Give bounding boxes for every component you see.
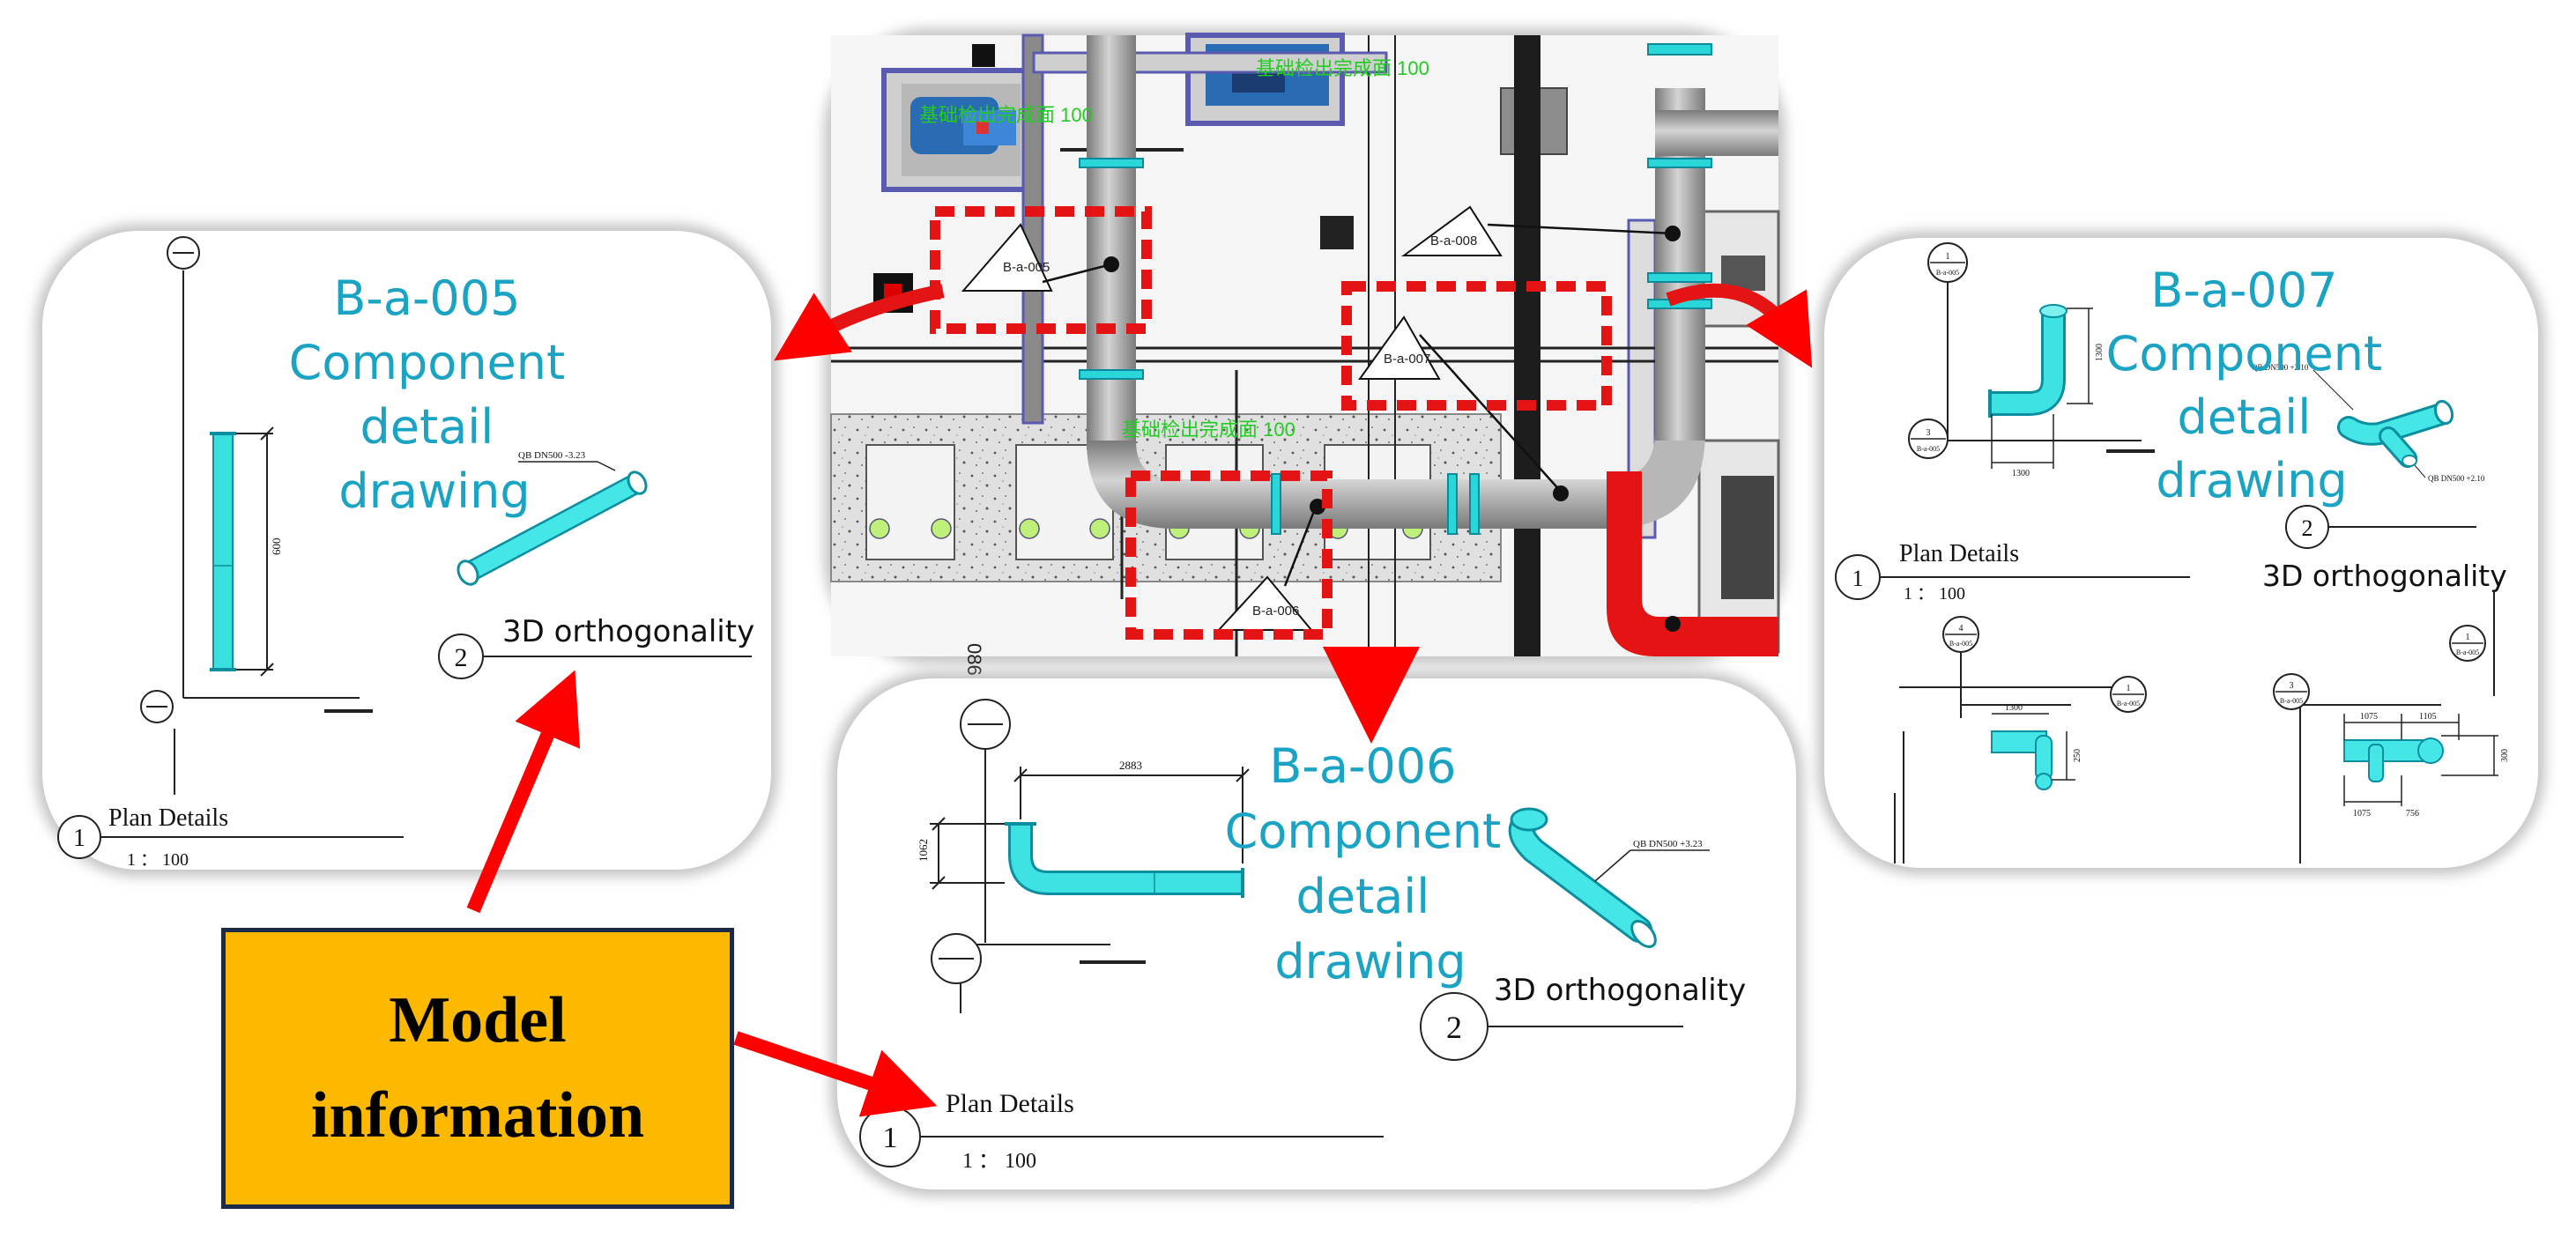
ortho-label: 3D orthogonality [2262,559,2507,593]
highlight-box-005 [930,206,1152,334]
svg-text:B-a-005: B-a-005 [2456,648,2479,656]
detail-panel-b-a-005: 600 QB DN500 -3.23 B-a-005 Component det… [42,231,771,870]
svg-text:B-a-005: B-a-005 [1936,269,1959,277]
plan-number: 1 [1852,566,1864,591]
green-label-1: 基础检出完成面 100 [919,104,1093,126]
svg-text:1075: 1075 [2360,712,2378,722]
model-information-box: Model information [221,928,734,1209]
ortho-number: 2 [455,643,468,672]
ortho-label: 3D orthogonality [1494,973,1746,1008]
plan-number: 1 [73,825,85,852]
ortho-number: 2 [1446,1010,1462,1045]
plan-scale: 1 ： 100 [1904,584,1965,604]
detail-panel-b-a-006: 2883 1062 QB DN500 +3.23 B-a-006 Compone… [837,678,1796,1189]
svg-text:1300: 1300 [2012,469,2030,478]
pipe-plan-view [1988,304,2067,418]
tag-b-a-005: B-a-005 [1003,260,1050,275]
svg-text:1: 1 [2466,633,2470,642]
svg-text:3: 3 [1926,428,1931,438]
plan-scale: 1 ： 100 [127,850,189,870]
plan-drawing: 基础检出完成面 100 基础检出完成面 100 基础检出完成面 100 B-a-… [830,33,1780,676]
tag-b-a-007: B-a-007 [1384,352,1430,367]
plan-label: Plan Details [1899,540,2019,567]
plan-number: 1 [883,1122,898,1154]
ortho-label: 3D orthogonality [502,614,754,649]
title-b-a-005: B-a-005 Component detail drawing [289,270,581,519]
annotation-qb-007-top: QB DN500 +2.10 [2252,363,2309,372]
detail-panel-b-a-007: 1 B-a-005 3 B-a-005 1300 1300 [1824,238,2538,868]
tag-b-a-006: B-a-006 [1252,604,1299,619]
pipe-plan-view [1005,822,1244,898]
svg-text:4: 4 [1959,624,1964,634]
plan-label: Plan Details [108,804,228,832]
svg-text:1075: 1075 [2353,809,2371,819]
title-b-a-006: B-a-006 Component detail drawing [1225,738,1517,989]
model-information-label: Model information [310,984,645,1152]
svg-text:B-a-005: B-a-005 [2280,697,2303,705]
center-plan-panel: 基础检出完成面 100 基础检出完成面 100 基础检出完成面 100 B-a-… [830,33,1780,676]
dimension-600: 600 [270,538,283,556]
tag-b-a-008: B-a-008 [1430,233,1477,248]
svg-text:250: 250 [2073,749,2082,762]
annotation-qb-005: QB DN500 -3.23 [518,450,586,461]
svg-text:300: 300 [2500,749,2510,762]
svg-text:1300: 1300 [2005,703,2023,713]
highlight-box-006 [1125,471,1333,640]
plan-side-label: 086 [963,643,985,676]
green-label-3: 基础检出完成面 100 [1122,419,1295,441]
tag-triangle-008 [1400,205,1503,256]
green-label-2: 基础检出完成面 100 [1256,57,1429,79]
pipe-3d-view [2337,399,2454,468]
dimension-1062: 1062 [917,839,930,862]
pipe-sub-detail-right [2343,737,2444,782]
tag-triangle-007 [1358,315,1441,380]
pipe-3d-view [457,471,648,586]
svg-text:1300: 1300 [2095,344,2105,361]
title-b-a-007: B-a-007 Component detail drawing [2106,263,2398,508]
svg-text:3: 3 [2290,681,2294,691]
pipe-3d-view [1508,807,1657,949]
svg-text:756: 756 [2406,809,2419,819]
dimension-2883: 2883 [1119,759,1142,772]
svg-text:B-a-005: B-a-005 [2117,700,2140,708]
tag-triangle-005 [961,223,1053,292]
svg-text:1: 1 [1946,252,1950,262]
plan-scale: 1 ： 100 [962,1150,1036,1173]
annotation-qb-007-bottom: QB DN500 +2.10 [2428,474,2485,483]
svg-text:B-a-005: B-a-005 [1949,640,1972,648]
svg-text:B-a-005: B-a-005 [1917,445,1940,453]
ortho-number: 2 [2302,515,2313,541]
plan-label: Plan Details [946,1089,1074,1118]
annotation-qb-006: QB DN500 +3.23 [1633,839,1703,849]
pipe-sub-detail-left [1991,730,2053,790]
pipe-plan-view [212,433,234,671]
highlight-box-007 [1341,281,1612,411]
svg-text:1105: 1105 [2419,712,2437,722]
svg-text:1: 1 [2127,684,2131,693]
tag-triangle-006 [1216,575,1314,631]
